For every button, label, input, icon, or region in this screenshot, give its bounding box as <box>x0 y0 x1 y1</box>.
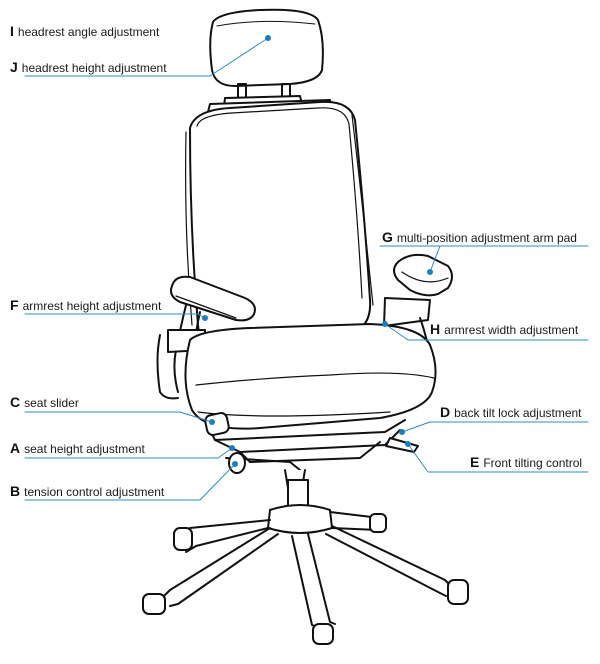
leader-H <box>384 323 589 341</box>
dot-C <box>209 419 215 425</box>
leader-B <box>24 463 236 501</box>
dot-E <box>405 441 411 447</box>
chair-base <box>142 479 469 645</box>
leader-A <box>24 447 233 459</box>
headrest <box>207 8 333 113</box>
dot-D <box>399 429 405 435</box>
dot-H <box>382 321 388 327</box>
dot-F <box>202 315 208 321</box>
leader-J <box>24 37 269 77</box>
leader-C <box>24 411 213 423</box>
dot-B <box>232 461 238 467</box>
dot-G <box>427 269 433 275</box>
dot-A <box>229 445 235 451</box>
right-armrest <box>383 253 453 369</box>
marker-dots <box>202 35 433 467</box>
leader-lines <box>24 37 589 501</box>
leader-E <box>407 443 589 473</box>
dot-J <box>265 35 271 41</box>
leader-D <box>401 421 589 433</box>
leader-G <box>379 245 589 273</box>
leader-F <box>24 313 206 319</box>
